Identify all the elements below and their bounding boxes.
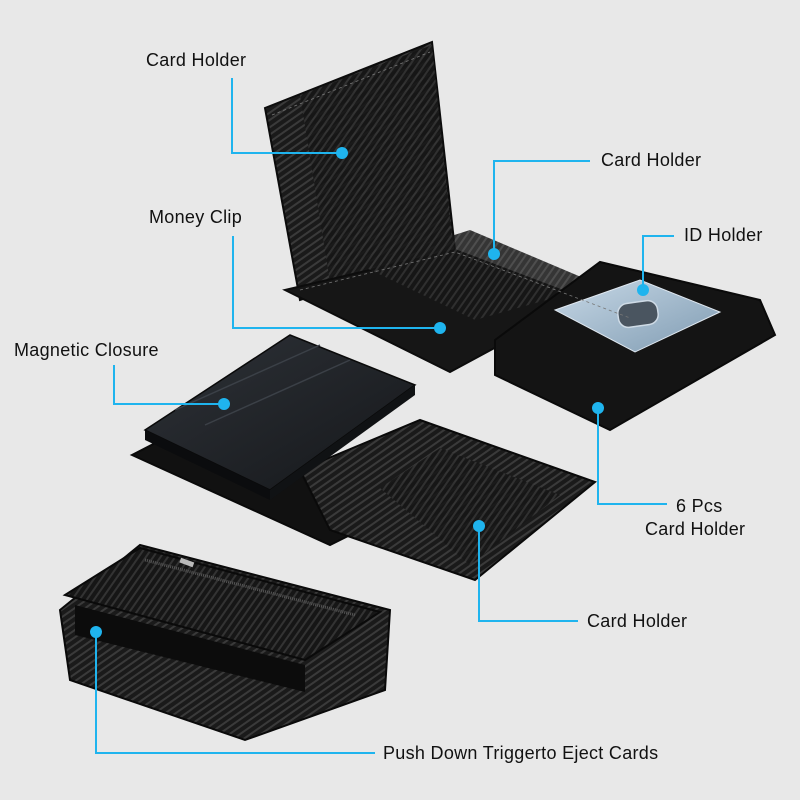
label-six-pcs-line1: 6 Pcs [676, 496, 723, 516]
callout-dot-magnetic-closure [218, 398, 230, 410]
label-money-clip: Money Clip [149, 207, 243, 227]
callout-dot-card-holder-mid [473, 520, 485, 532]
callout-dot-push-down [90, 626, 102, 638]
label-six-pcs-line2: Card Holder [645, 519, 746, 539]
wallet-closed [58, 543, 392, 742]
label-push-down-trigger: Push Down Triggerto Eject Cards [383, 743, 659, 763]
callout-line-magnetic-closure [113, 365, 224, 405]
callout-line-push-down [95, 632, 375, 754]
label-card-holder-right: Card Holder [601, 150, 702, 170]
wallet-with-cardcase [129, 334, 598, 582]
callout-lines [95, 78, 674, 754]
wallet-open [263, 40, 777, 432]
callout-dot-money-clip [434, 322, 446, 334]
callout-line-card-holder-right [493, 160, 590, 254]
callout-dot-id-holder [637, 284, 649, 296]
label-card-holder-mid: Card Holder [587, 611, 688, 631]
callout-line-money-clip [232, 236, 440, 329]
callout-line-card-holder-top [231, 78, 342, 154]
callout-dots [90, 147, 649, 638]
label-magnetic-closure: Magnetic Closure [14, 340, 159, 360]
callout-dot-card-holder-right [488, 248, 500, 260]
callout-line-six-pcs [597, 408, 667, 505]
label-id-holder: ID Holder [684, 225, 763, 245]
label-card-holder-top: Card Holder [146, 50, 247, 70]
callout-line-id-holder [642, 235, 674, 290]
callout-dot-six-pcs [592, 402, 604, 414]
callout-line-card-holder-mid [478, 526, 578, 622]
callout-dot-card-holder-top [336, 147, 348, 159]
